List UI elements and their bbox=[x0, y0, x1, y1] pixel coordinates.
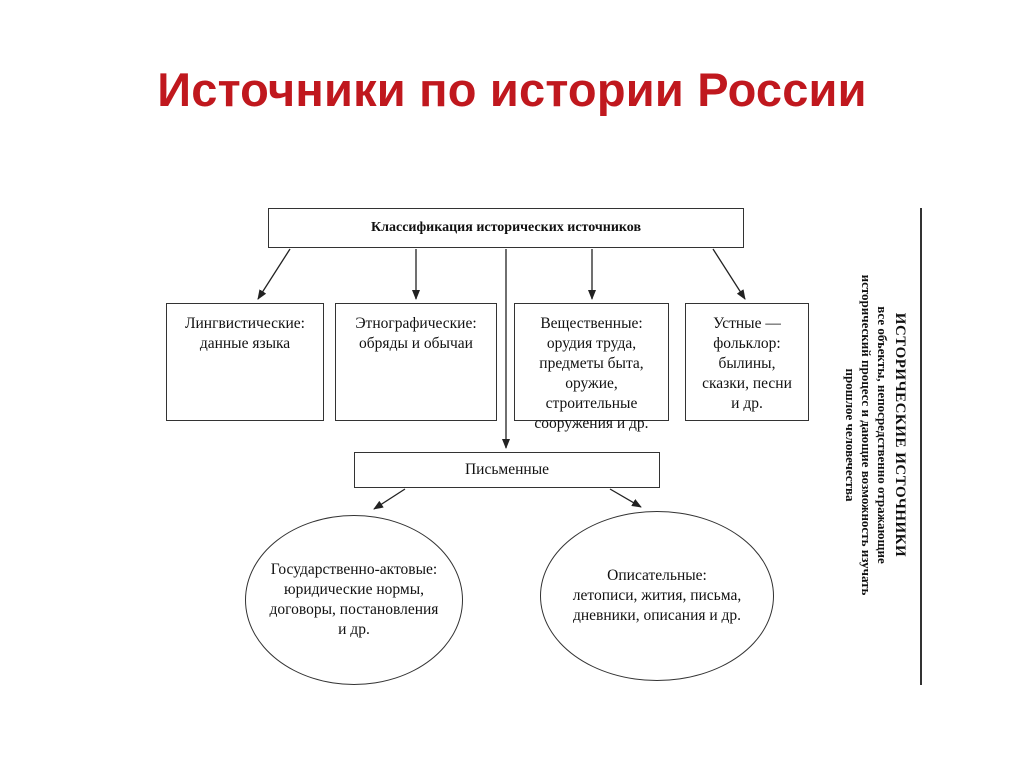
category-ethnographic-box: Этнографические: обряды и обычаи bbox=[335, 303, 497, 421]
classification-root-box: Классификация исторических источников bbox=[268, 208, 744, 248]
descriptive-oval: Описательные: летописи, жития, письма, д… bbox=[540, 511, 774, 681]
slide-title: Источники по истории России bbox=[157, 63, 867, 116]
state-acts-text: Государственно-актовые: юридические норм… bbox=[269, 561, 439, 638]
side-description: все объекты, непосредственно отражающие … bbox=[843, 274, 890, 596]
vertical-divider bbox=[920, 208, 922, 685]
side-heading: ИСТОРИЧЕСКИЕ ИСТОЧНИКИ bbox=[892, 312, 908, 558]
state-acts-oval: Государственно-актовые: юридические норм… bbox=[245, 515, 463, 685]
arrow-to-state-acts bbox=[373, 488, 406, 510]
category-material-box: Вещественные: орудия труда, предметы быт… bbox=[514, 303, 669, 432]
written-sources-box: Письменные bbox=[354, 452, 660, 488]
side-definition-text: ИСТОРИЧЕСКИЕ ИСТОЧНИКИ все объекты, непо… bbox=[826, 270, 910, 600]
side-definition: ИСТОРИЧЕСКИЕ ИСТОЧНИКИ все объекты, непо… bbox=[826, 270, 910, 600]
arrow-to-descriptive bbox=[609, 488, 642, 508]
descriptive-text: Описательные: летописи, жития, письма, д… bbox=[572, 567, 742, 624]
arrow-to-linguistic bbox=[257, 248, 291, 300]
arrow-to-oral bbox=[712, 248, 746, 300]
category-oral-box: Устные — фольклор: былины, сказки, песни… bbox=[685, 303, 809, 421]
category-linguistic-box: Лингвистические: данные языка bbox=[166, 303, 324, 421]
